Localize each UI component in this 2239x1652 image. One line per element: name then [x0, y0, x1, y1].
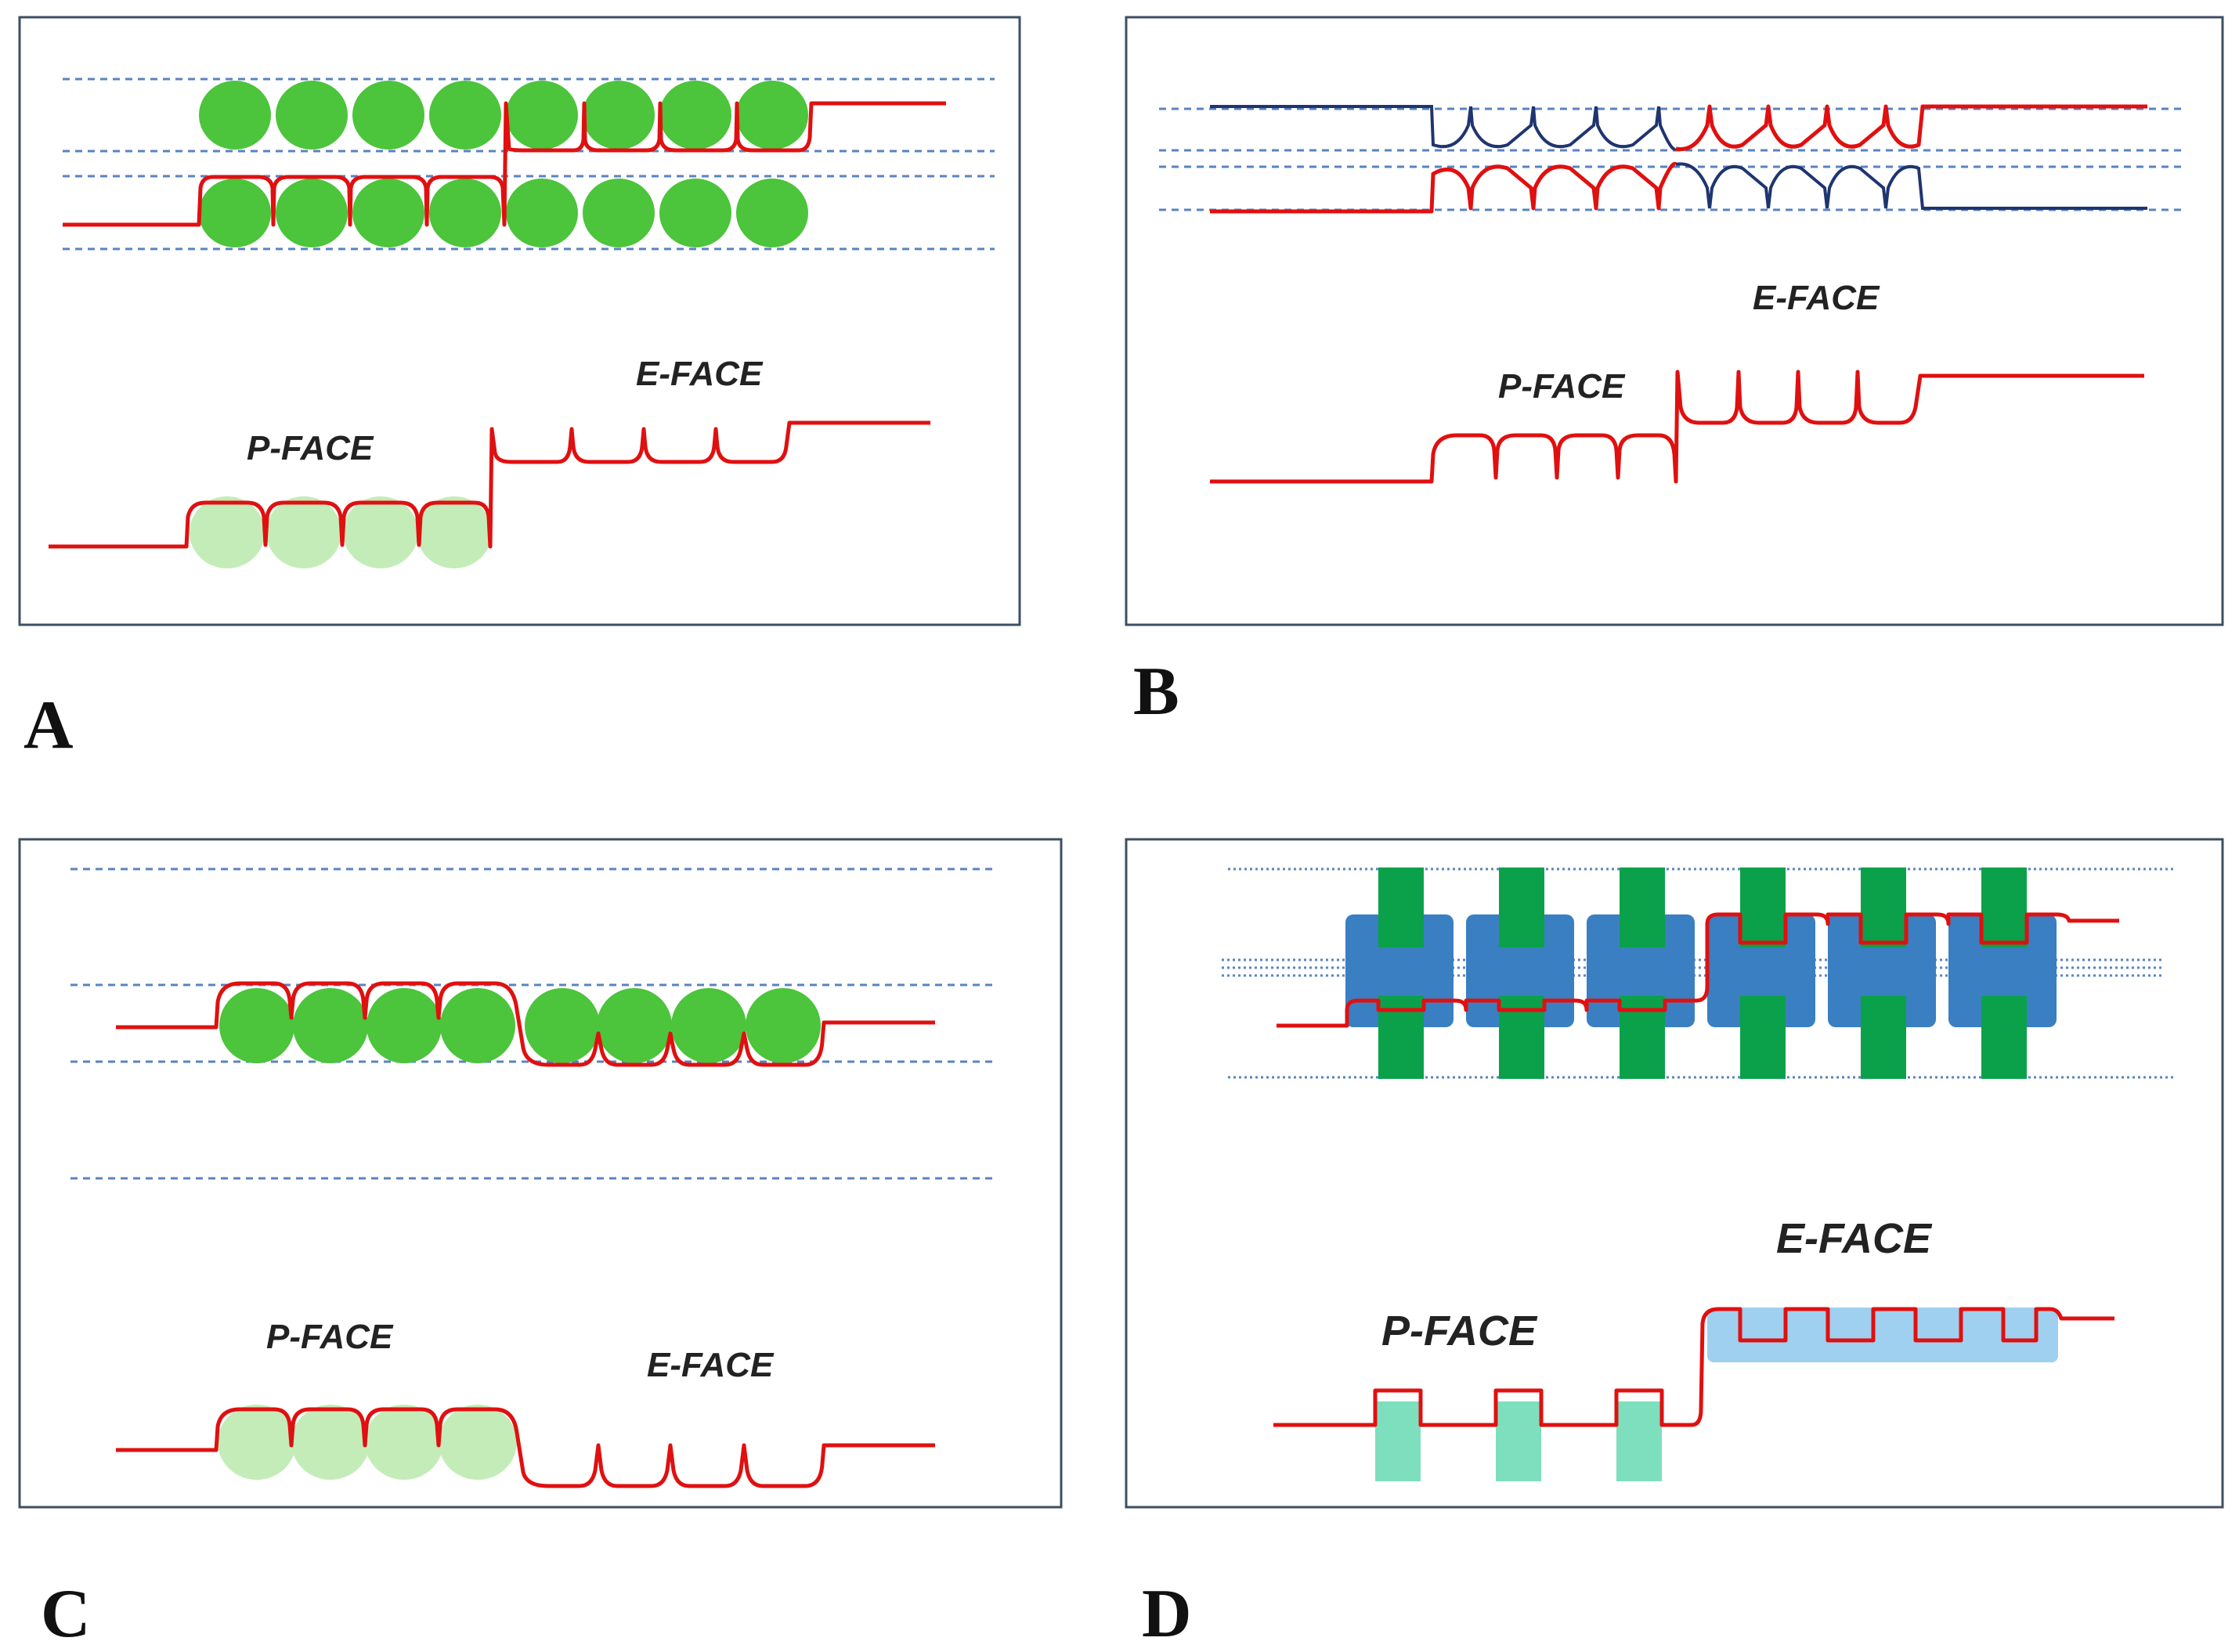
fracture-line-upper — [1675, 104, 2147, 152]
outer-leaflet-profile — [1210, 105, 1677, 151]
fracture-line-lower — [1210, 161, 1677, 214]
e-face-label: E-FACE — [1753, 279, 1880, 317]
fracture-profile — [1210, 370, 2144, 484]
pfaced-particle — [291, 1405, 370, 1480]
pfaced-particle — [266, 496, 341, 568]
e-face-label: E-FACE — [636, 355, 764, 393]
pfaced-particle — [439, 1405, 517, 1480]
panel-letter: D — [1142, 1576, 1192, 1652]
pfaced-peg — [1496, 1401, 1541, 1481]
panel-d-schematic — [1273, 1307, 2114, 1481]
panel-letter: A — [23, 687, 74, 763]
inner-leaflet-profile — [1675, 162, 2147, 210]
pfaced-particle — [417, 496, 492, 568]
pfaced-peg — [1616, 1401, 1662, 1481]
panel-b-frame — [1125, 16, 2224, 626]
fracture-line — [1277, 912, 2119, 1028]
pfaced-peg — [1375, 1401, 1421, 1481]
efaced-pit-band — [1707, 1308, 2058, 1362]
panel-a-schematic — [49, 420, 930, 568]
pfaced-particle — [343, 496, 418, 568]
pfaced-particle — [365, 1405, 443, 1480]
p-face-label: P-FACE — [247, 429, 374, 467]
fracture-profile — [116, 1407, 935, 1488]
panel-letter: C — [41, 1576, 91, 1652]
p-face-label: P-FACE — [1498, 367, 1626, 406]
panel-c-frame — [18, 838, 1063, 1509]
panel-c-schematic — [116, 1405, 935, 1488]
fracture-profile — [49, 420, 930, 549]
fracture-line — [116, 981, 935, 1067]
fracture-profile — [1273, 1307, 2114, 1427]
panel-d: P-FACE E-FACE D — [1125, 838, 2224, 1652]
panel-c: P-FACE E-FACE C — [18, 838, 1063, 1652]
e-face-label: E-FACE — [1776, 1215, 1933, 1262]
panel-b: P-FACE E-FACE B — [1125, 16, 2224, 730]
green-peg-row — [1378, 867, 2027, 1079]
particle-row — [219, 988, 821, 1063]
pfaced-particle — [190, 496, 265, 568]
e-face-label: E-FACE — [647, 1346, 775, 1384]
particle-row-top — [199, 81, 808, 150]
p-face-label: P-FACE — [266, 1318, 394, 1356]
fracture-line — [63, 101, 946, 227]
panel-a: P-FACE E-FACE A — [18, 16, 1021, 763]
p-face-label: P-FACE — [1381, 1308, 1538, 1354]
particle-row-bottom — [199, 179, 808, 247]
pfaced-particle — [218, 1405, 296, 1480]
panel-letter: B — [1133, 654, 1179, 730]
